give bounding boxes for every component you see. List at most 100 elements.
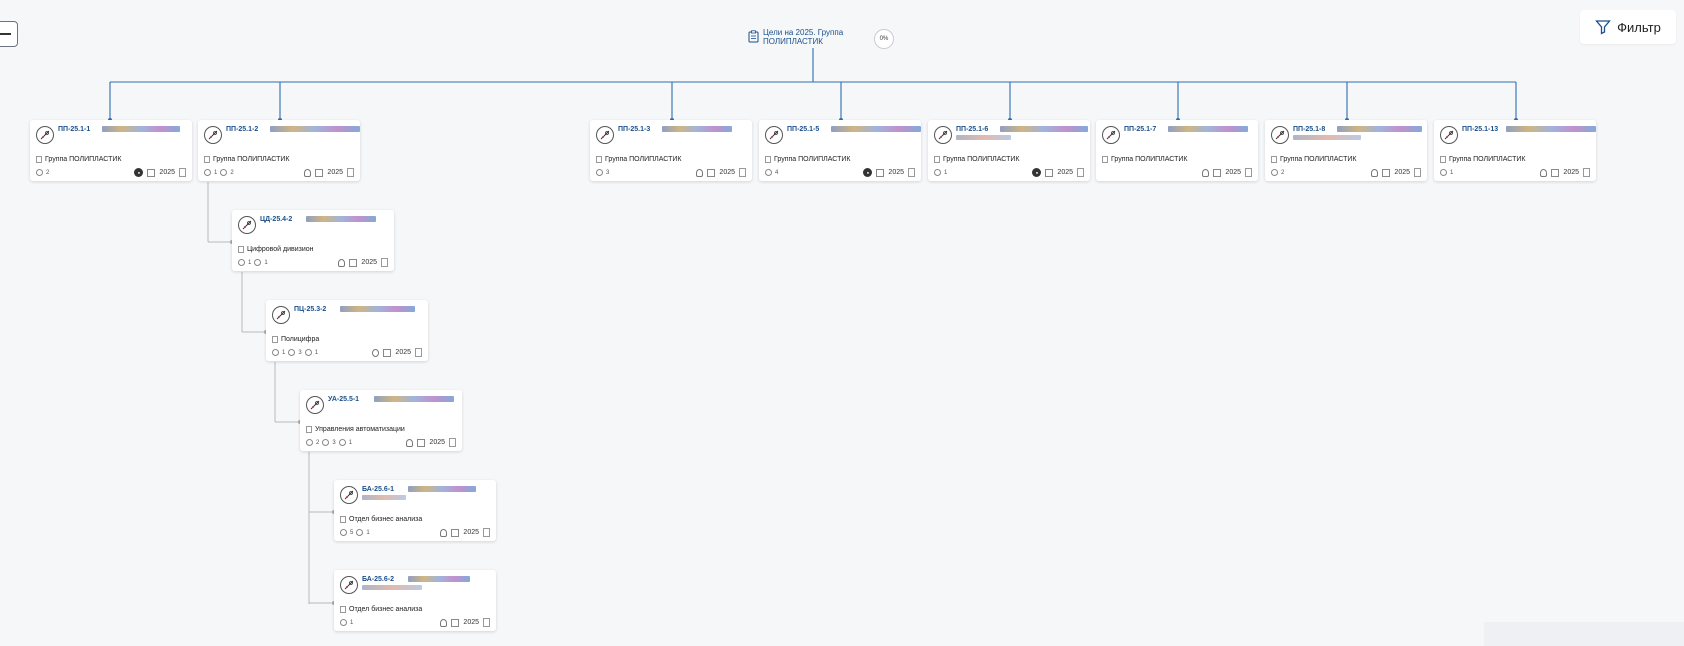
link-icon	[356, 529, 364, 536]
goal-card[interactable]: ПП-25.1-2 Группа ПОЛИПЛАСТИК 1 2 2025	[198, 120, 360, 181]
progress-badge: 0%	[874, 29, 894, 49]
goal-card[interactable]: ПП-25.1-3 Группа ПОЛИПЛАСТИК 3 2025	[590, 120, 752, 181]
goal-actions: 2025	[440, 528, 490, 537]
goal-title	[1000, 126, 1088, 132]
goal-title	[1506, 126, 1596, 132]
goal-card[interactable]: ПП-25.1-7 Группа ПОЛИПЛАСТИК 2025	[1096, 120, 1258, 181]
org-label: Группа ПОЛИПЛАСТИК	[213, 156, 290, 163]
goal-code[interactable]: ПЦ-25.3-2	[294, 306, 327, 313]
filter-button[interactable]: Фильтр	[1580, 10, 1676, 44]
owner-avatar[interactable]: ●	[134, 168, 144, 177]
meta-count: 1	[348, 439, 353, 446]
meta-count: 1	[214, 169, 218, 176]
chevron-up-icon	[272, 349, 279, 356]
person-icon	[1371, 168, 1379, 177]
chevron-up-icon	[306, 439, 313, 446]
document-icon[interactable]	[483, 528, 490, 537]
goal-card[interactable]: ПП-25.1-5 Группа ПОЛИПЛАСТИК 4 ● 2025	[759, 120, 921, 181]
document-icon[interactable]	[449, 438, 456, 447]
chevron-up-icon	[238, 259, 245, 266]
document-icon[interactable]	[483, 618, 490, 627]
goal-title	[374, 396, 454, 402]
goal-actions: 2025	[1202, 168, 1252, 177]
goal-code[interactable]: БА-25.6-1	[362, 486, 394, 493]
goal-code[interactable]: ПП-25.1-13	[1462, 126, 1499, 133]
goal-code[interactable]: ПП-25.1-8	[1293, 126, 1326, 133]
goal-subtitle	[1293, 135, 1361, 140]
document-icon[interactable]	[1583, 168, 1590, 177]
add-owner-icon[interactable]	[372, 348, 380, 357]
panel-corner	[1484, 622, 1684, 646]
goal-card[interactable]: ПП-25.1-13 Группа ПОЛИПЛАСТИК 1 2025	[1434, 120, 1596, 181]
building-icon	[238, 246, 244, 253]
goal-actions: 2025	[338, 258, 388, 267]
calendar-icon	[383, 348, 392, 357]
document-icon[interactable]	[1077, 168, 1084, 177]
document-icon[interactable]	[908, 168, 915, 177]
goal-year: 2025	[463, 619, 479, 626]
org-label: Отдел бизнес анализа	[349, 606, 423, 613]
meta-count: 2	[46, 169, 50, 176]
goal-code[interactable]: БА-25.6-2	[362, 576, 394, 583]
document-icon[interactable]	[415, 348, 422, 357]
meta-count: 2	[1281, 169, 1285, 176]
goal-year: 2025	[429, 439, 445, 446]
person-icon	[1540, 168, 1548, 177]
goal-type-icon	[596, 126, 614, 144]
org-label: Группа ПОЛИПЛАСТИК	[943, 156, 1020, 163]
goal-code[interactable]: ПП-25.1-3	[618, 126, 651, 133]
goal-meta: 1	[340, 619, 353, 626]
goal-year: 2025	[719, 169, 735, 176]
document-icon[interactable]	[347, 168, 354, 177]
document-icon[interactable]	[1414, 168, 1421, 177]
link-icon	[304, 349, 312, 356]
goal-year: 2025	[395, 349, 411, 356]
meta-count: 4	[775, 169, 779, 176]
link-icon	[338, 439, 346, 446]
goal-actions: 2025	[304, 168, 354, 177]
building-icon	[1271, 156, 1277, 163]
goal-org: Группа ПОЛИПЛАСТИК	[765, 156, 851, 163]
goal-title	[831, 126, 921, 132]
goal-card[interactable]: ПП-25.1-1 Группа ПОЛИПЛАСТИК 2 ● 2025	[30, 120, 192, 181]
goal-code[interactable]: ЦД-25.4-2	[260, 216, 293, 223]
goal-code[interactable]: УА-25.5-1	[328, 396, 360, 403]
owner-avatar[interactable]: ●	[1032, 168, 1042, 177]
document-icon[interactable]	[739, 168, 746, 177]
goal-code[interactable]: ПП-25.1-7	[1124, 126, 1157, 133]
goal-actions: 2025	[1540, 168, 1590, 177]
goal-actions: 2025	[372, 348, 422, 357]
document-icon[interactable]	[381, 258, 388, 267]
goal-org: Группа ПОЛИПЛАСТИК	[204, 156, 290, 163]
building-icon	[1440, 156, 1446, 163]
document-icon[interactable]	[1245, 168, 1252, 177]
root-goal[interactable]: Цели на 2025. Группа ПОЛИПЛАСТИК	[748, 28, 845, 46]
meta-count: 1	[944, 169, 948, 176]
goal-title	[306, 216, 376, 222]
goal-card[interactable]: ПП-25.1-8 Группа ПОЛИПЛАСТИК 2 2025	[1265, 120, 1427, 181]
goal-code[interactable]: ПП-25.1-6	[956, 126, 989, 133]
person-icon	[406, 438, 414, 447]
building-icon	[272, 336, 278, 343]
goal-code[interactable]: ПП-25.1-5	[787, 126, 820, 133]
goal-code[interactable]: ПП-25.1-1	[58, 126, 91, 133]
goal-card[interactable]: БА-25.6-2 Отдел бизнес анализа 1 2025	[334, 570, 496, 631]
calendar-icon	[147, 168, 156, 177]
document-icon[interactable]	[179, 168, 186, 177]
goal-subtitle	[362, 585, 422, 590]
person-icon	[304, 168, 312, 177]
goal-actions: ● 2025	[863, 168, 915, 177]
meta-count: 3	[606, 169, 610, 176]
owner-avatar[interactable]: ●	[863, 168, 873, 177]
zoom-out-button[interactable]	[0, 21, 18, 47]
goal-card[interactable]: ПП-25.1-6 Группа ПОЛИПЛАСТИК 1 ● 2025	[928, 120, 1090, 181]
goal-type-icon	[306, 396, 324, 414]
calendar-icon	[451, 618, 460, 627]
building-icon	[596, 156, 602, 163]
goal-code[interactable]: ПП-25.1-2	[226, 126, 259, 133]
meta-count: 2	[230, 169, 234, 176]
